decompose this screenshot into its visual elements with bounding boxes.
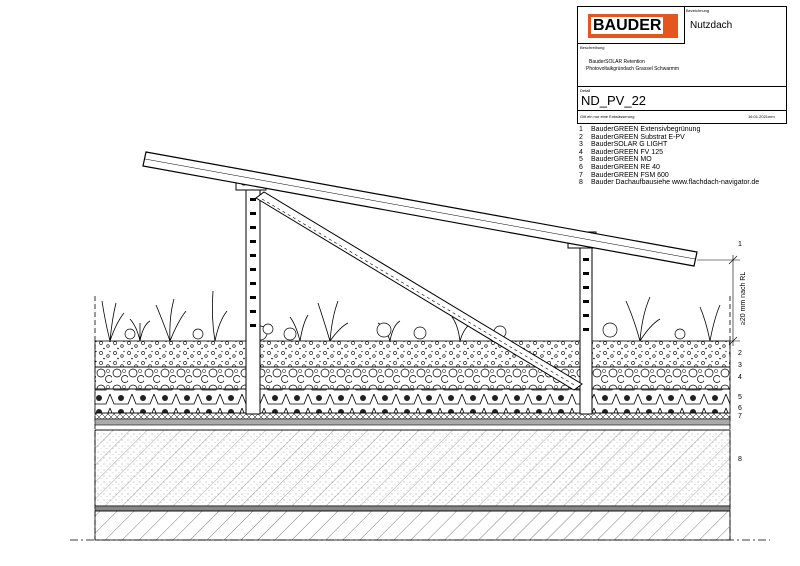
description-line-2: Photovoltaikgründach Grassel Schwarmm [586, 66, 680, 72]
callout-8: 8 [738, 456, 742, 463]
footer-note: Gilt ein nur eine Entwässerung [580, 114, 635, 119]
bauder-logo: BAUDER [588, 14, 678, 38]
description-line-1: BauderSOLAR Retention [589, 59, 645, 65]
height-dimension-label: ≥20 mm nach RL [740, 272, 747, 325]
label-detail: Detail [580, 88, 591, 93]
callout-3: 3 [738, 362, 742, 369]
divider [577, 86, 787, 87]
drawing-name: Nutzdach [690, 20, 733, 31]
label-bezeichnung: Bezeichnung [686, 8, 710, 13]
callout-6: 6 [738, 405, 742, 412]
callout-4: 4 [738, 374, 742, 381]
label-beschreibung: Beschreibung [580, 45, 605, 50]
detail-id: ND_PV_22 [581, 93, 647, 108]
callout-2: 2 [738, 350, 742, 357]
callout-1: 1 [738, 241, 742, 248]
brand-name: BAUDER [591, 17, 664, 34]
callout-7: 7 [738, 413, 742, 420]
callout-5: 5 [738, 394, 742, 401]
divider [577, 110, 787, 111]
drawing-date: 16.01.2021mm [748, 114, 775, 119]
